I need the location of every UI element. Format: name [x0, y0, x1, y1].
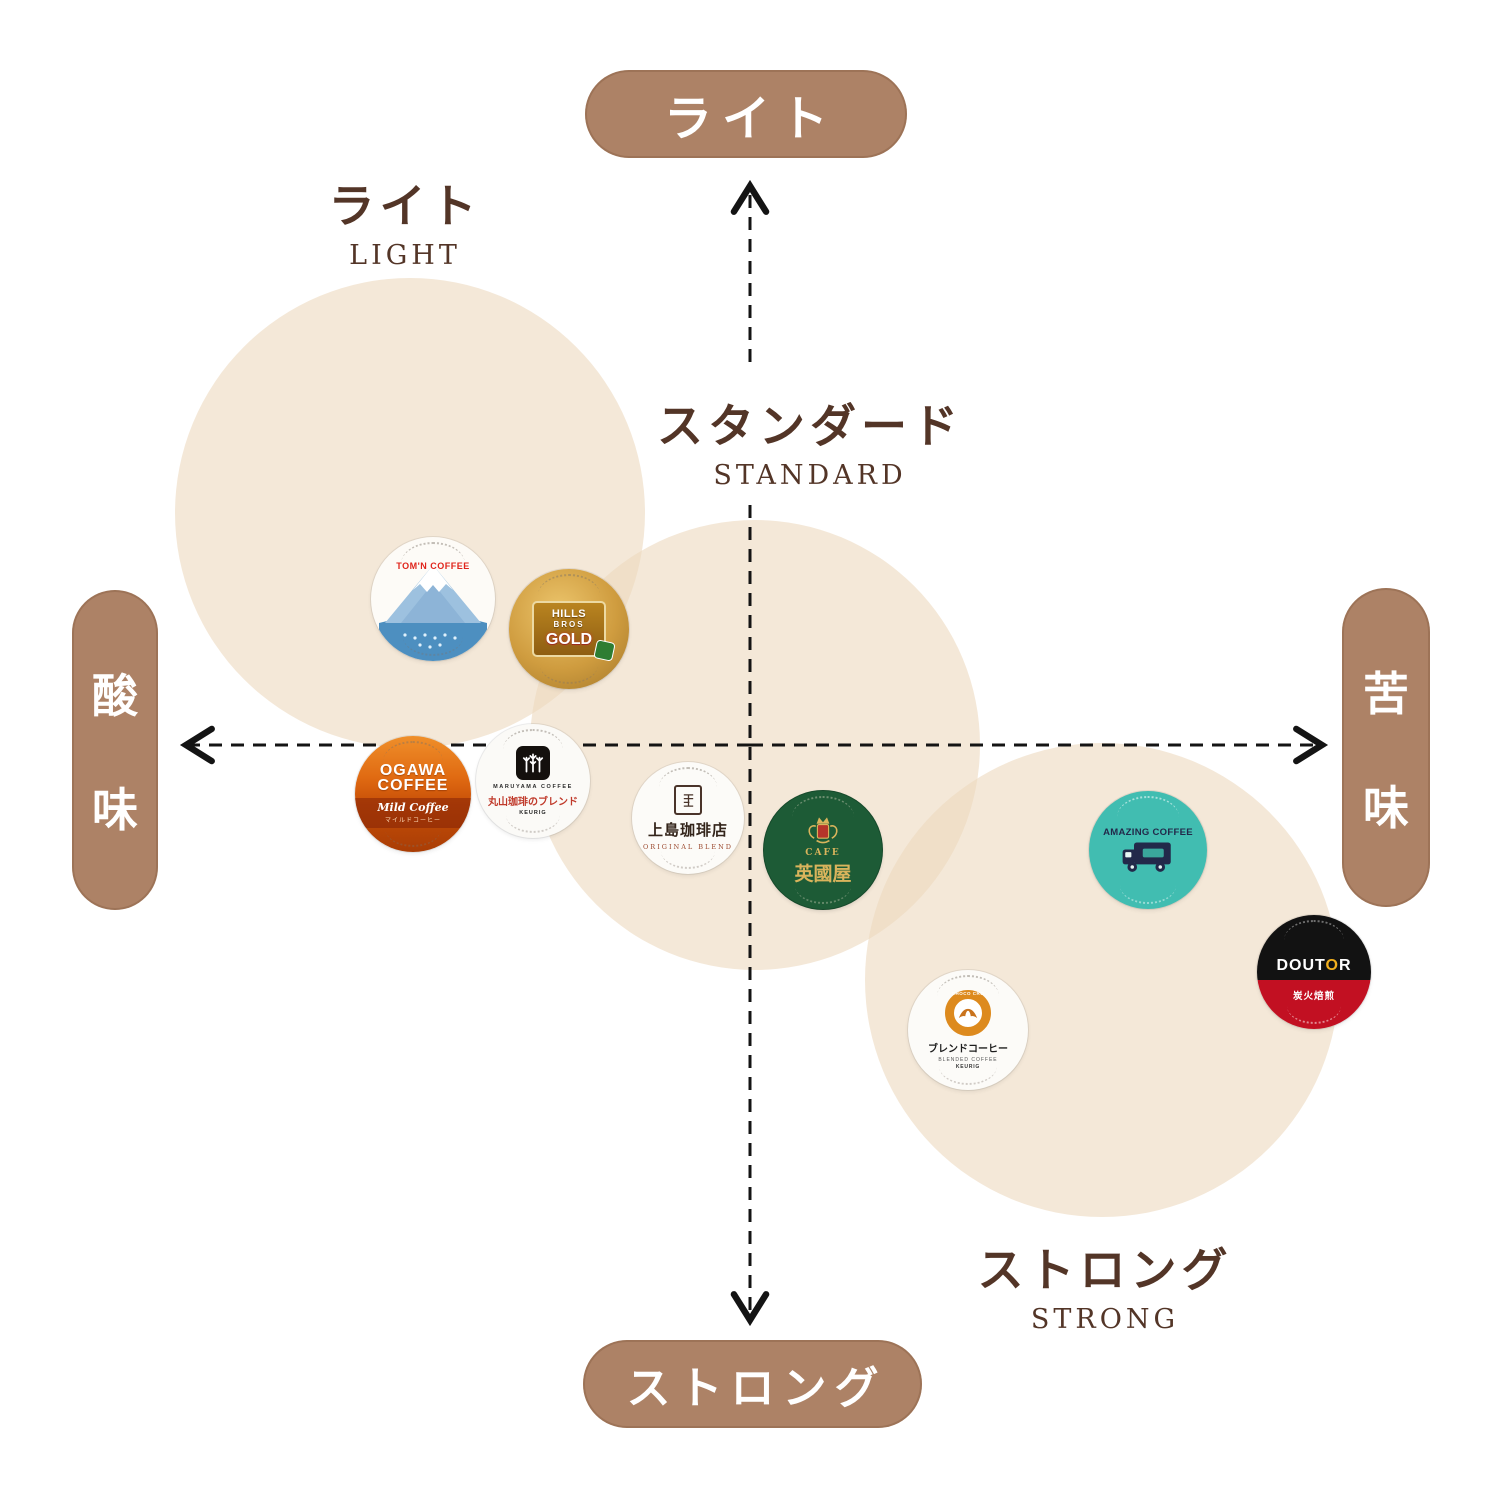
maruyama-product-label: 丸山珈琲のブレンド	[488, 797, 578, 808]
group-label-light-en: LIGHT	[349, 240, 461, 271]
maruyama-brand-label: MARUYAMA COFFEE	[493, 784, 573, 790]
axis-pill-bitterness: 苦 味	[1342, 588, 1430, 907]
hills-brand-label: HILLS	[551, 608, 587, 620]
croissant-icon	[958, 1008, 978, 1018]
chococro-badge-label: CHOCO CRO	[951, 991, 985, 996]
axis-pill-bitterness-char1: 苦	[1363, 667, 1409, 720]
axis-pill-strong: ストロング	[583, 1340, 922, 1428]
ogawa-brand-line1: OGAWA	[379, 761, 447, 779]
eikokuya-brand-label: 英國屋	[794, 863, 852, 885]
group-label-strong: ストロング STRONG	[930, 1234, 1280, 1335]
amazing-brand-label: AMAZING COFFEE	[1103, 827, 1193, 838]
pod-hills-bros-gold: HILLS BROS GOLD	[509, 569, 629, 689]
doutor-product-label: 炭火焙煎	[1292, 990, 1335, 1002]
doutor-brand-right: R	[1338, 956, 1352, 974]
chococro-badge-icon: CHOCO CRO	[945, 990, 991, 1036]
coffee-truck-icon	[1122, 842, 1171, 872]
pod-maruyama-coffee: MARUYAMA COFFEE 丸山珈琲のブレンド KEURIG	[476, 724, 590, 838]
axis-pill-acidity-char1: 酸	[92, 670, 138, 722]
axis-pill-strong-label: ストロング	[626, 1364, 887, 1413]
mount-fuji-icon	[379, 565, 487, 661]
axis-pill-light-label: ライト	[663, 93, 838, 146]
axis-pill-light: ライト	[585, 70, 907, 158]
ueshima-brand-label: 上島珈琲店	[647, 821, 728, 839]
hills-green-badge-icon	[594, 640, 615, 661]
chococro-product-en-label: BLENDED COFFEE	[938, 1057, 998, 1063]
hills-package: HILLS BROS GOLD	[532, 601, 615, 661]
axis-pill-bitterness-char2: 味	[1363, 781, 1409, 834]
eikokuya-crest-icon	[808, 816, 838, 843]
ogawa-brand-label: OGAWA COFFEE	[377, 761, 449, 794]
axis-pill-acidity-char2: 味	[92, 784, 138, 836]
group-label-standard: スタンダード STANDARD	[640, 390, 980, 491]
maruyama-tree-logo-icon	[516, 746, 550, 780]
doutor-brand-label: DOUTOR	[1276, 957, 1351, 975]
group-label-strong-en: STRONG	[1030, 1304, 1180, 1335]
group-label-strong-jp: ストロング	[977, 1244, 1233, 1296]
maruyama-platform-label: KEURIG	[519, 810, 547, 816]
hills-product-label: GOLD	[545, 631, 593, 648]
ogawa-product-label: Mild Coffee	[377, 800, 449, 814]
ogawa-product-jp-label: マイルドコーヒー	[384, 817, 441, 824]
pod-amazing-coffee: AMAZING COFFEE	[1089, 791, 1207, 909]
eikokuya-cafe-label: CAFE	[805, 847, 841, 858]
ueshima-product-label: ORIGINAL BLEND	[642, 843, 734, 851]
group-label-standard-jp: スタンダード	[657, 400, 963, 452]
group-label-standard-en: STANDARD	[713, 460, 907, 491]
tomn-brand-label: TOM'N COFFEE	[396, 561, 470, 571]
ueshima-seal-stamp-icon	[674, 785, 702, 815]
pod-chococro-blend: CHOCO CRO ブレンドコーヒー BLENDED COFFEE KEURIG	[908, 970, 1028, 1090]
hills-brand-label2: BROS	[553, 620, 585, 629]
pod-doutor: DOUTOR 炭火焙煎	[1257, 915, 1371, 1029]
ogawa-brand-line2: COFFEE	[377, 776, 449, 794]
axis-pill-acidity: 酸 味	[72, 590, 158, 910]
pod-cafe-eikokuya: CAFE 英國屋	[764, 791, 882, 909]
ogawa-label-band: Mild Coffee マイルドコーヒー	[355, 797, 471, 828]
group-label-light-jp: ライト	[328, 180, 482, 232]
pod-ogawa-coffee: OGAWA COFFEE Mild Coffee マイルドコーヒー	[355, 736, 471, 852]
chococro-platform-label: KEURIG	[955, 1064, 981, 1070]
pod-tomn-coffee: TOM'N COFFEE	[371, 537, 495, 661]
doutor-bean-o-icon: O	[1325, 956, 1339, 974]
chococro-product-label: ブレンドコーヒー	[928, 1044, 1008, 1055]
doutor-brand-left: DOUT	[1276, 956, 1326, 974]
pod-ueshima-coffee-ten: 上島珈琲店 ORIGINAL BLEND	[632, 762, 744, 874]
group-label-light: ライト LIGHT	[255, 170, 555, 271]
